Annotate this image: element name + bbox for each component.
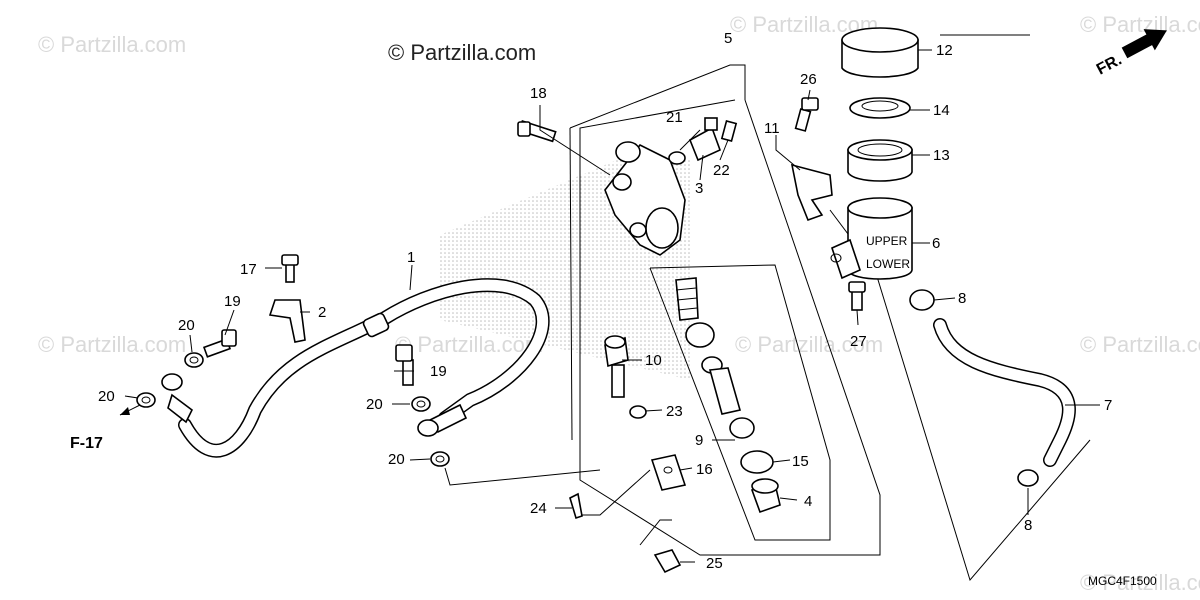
watermark: © Partzilla.com — [1080, 570, 1200, 595]
piston-kit — [675, 277, 781, 514]
diagram-code: MGC4F1500 — [1088, 574, 1157, 588]
callout-2: 2 — [318, 304, 326, 321]
callout-14: 14 — [933, 102, 950, 119]
sealing-washers — [136, 352, 450, 467]
callout-7: 7 — [1104, 397, 1112, 414]
reservoir-hose — [933, 318, 1076, 467]
reservoir-lower-mark: LOWER — [866, 257, 910, 271]
callout-23: 23 — [666, 403, 683, 420]
reservoir-assembly: UPPER LOWER — [830, 27, 919, 280]
callout-12: 12 — [936, 42, 953, 59]
watermark: © Partzilla.com — [1080, 332, 1200, 357]
callout-1: 1 — [407, 249, 415, 266]
reference-label: F-17 — [70, 435, 103, 452]
watermark: © Partzilla.com — [735, 332, 883, 357]
callout-19: 19 — [224, 293, 241, 310]
callout-16: 16 — [696, 461, 713, 478]
master-cylinder — [517, 119, 686, 256]
callout-24: 24 — [530, 500, 547, 517]
callout-8: 8 — [958, 290, 966, 307]
callout-numbers: 1 2 3 4 5 6 7 8 8 9 10 11 12 13 14 15 16… — [98, 30, 1112, 572]
callout-19: 19 — [430, 363, 447, 380]
callout-8: 8 — [1024, 517, 1032, 534]
callout-6: 6 — [932, 235, 940, 252]
watermark: © Partzilla.com — [38, 32, 186, 57]
leader-lines — [119, 49, 1100, 563]
callout-11: 11 — [764, 120, 780, 137]
hose-clips — [848, 281, 1039, 487]
callout-27: 27 — [850, 333, 867, 350]
assembly-outline-9 — [649, 264, 831, 541]
watermark-layer: © Partzilla.com © Partzilla.com © Partzi… — [38, 12, 1200, 595]
callout-25: 25 — [706, 555, 723, 572]
callout-26: 26 — [800, 71, 817, 88]
reservoir-upper-mark: UPPER — [866, 234, 908, 248]
callout-9: 9 — [695, 432, 703, 449]
joint-parts — [668, 117, 738, 165]
front-label: FR. — [1094, 51, 1125, 78]
callout-20: 20 — [98, 388, 115, 405]
copyright-text: © Partzilla.com — [388, 40, 536, 65]
callout-10: 10 — [645, 352, 662, 369]
watermark: © Partzilla.com — [38, 332, 186, 357]
oil-bolts — [202, 329, 414, 386]
callout-20: 20 — [178, 317, 195, 334]
push-rod-assembly — [569, 335, 687, 574]
assembly-outline-5 — [569, 64, 881, 556]
callout-15: 15 — [792, 453, 809, 470]
callout-18: 18 — [530, 85, 547, 102]
callout-20: 20 — [388, 451, 405, 468]
clamp-and-bolt — [268, 254, 306, 343]
callout-4: 4 — [804, 493, 812, 510]
watermark: © Partzilla.com — [1080, 12, 1200, 37]
brake-hose-1 — [161, 278, 550, 458]
reservoir-bracket — [790, 97, 833, 222]
callout-17: 17 — [240, 261, 257, 278]
callout-3: 3 — [695, 180, 703, 197]
callout-21: 21 — [666, 109, 683, 126]
callout-5: 5 — [724, 30, 732, 47]
callout-13: 13 — [933, 147, 950, 164]
callout-22: 22 — [713, 162, 730, 179]
callout-20: 20 — [366, 396, 383, 413]
